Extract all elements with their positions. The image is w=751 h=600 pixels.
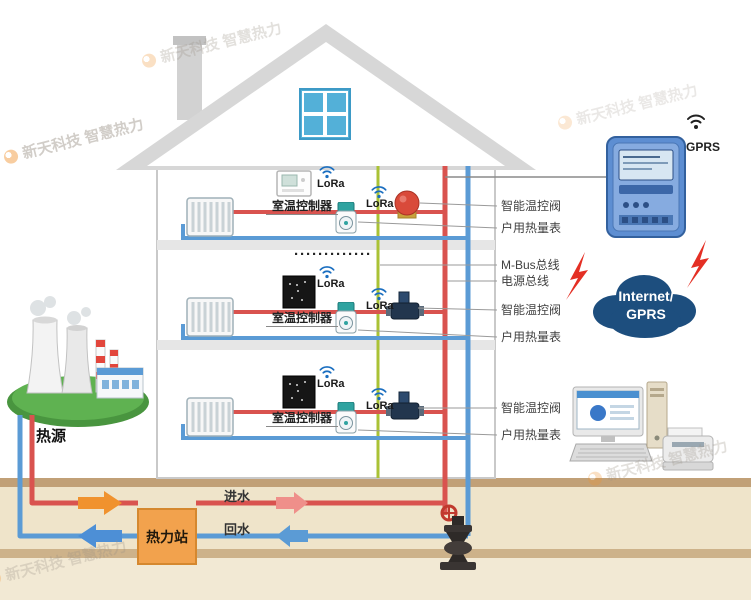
gprs-wifi-icon [687,114,705,130]
inlet-label: 进水 [224,489,251,504]
printer-icon [662,427,714,471]
cloud-line1: Internet/ [618,288,674,304]
smart-valve-icon [386,391,424,420]
annotation-leaders [357,202,498,436]
radiator-icon [186,197,234,237]
return-label: 回水 [224,522,251,537]
annotation-heat-meter-floor1: 户用热量表 [501,221,562,235]
room-controller-label-floor3: 室温控制器 [266,411,338,428]
annotation-power-bus: 电源总线 [501,274,550,288]
internet-cloud [593,275,696,338]
lora-label: LoRa [366,400,394,412]
heat-station-label: 热力站 [146,529,188,545]
gprs-label: GPRS [686,140,721,154]
heat-meter-icon [335,302,357,334]
radiator-icon [186,397,234,437]
room-controller-label-floor2: 室温控制器 [266,311,338,328]
annotation-mbus: M-Bus总线 [501,258,560,272]
heat-source-label: 热源 [36,428,67,445]
annotation-heat-meter-floor3: 户用热量表 [501,428,562,442]
pc-tower-icon [646,381,668,449]
lightning-bolt-icon [566,252,588,300]
inlet-arrow-icon [276,492,308,514]
annotation-smart-valve-floor3: 智能温控阀 [501,401,562,415]
heat-meter-icon [335,202,357,234]
lora-label: LoRa [366,198,394,210]
annotation-heat-meter-floor2: 户用热量表 [501,330,562,344]
lora-label: LoRa [317,178,345,190]
lora-label: LoRa [317,378,345,390]
room-controller-icon [276,170,312,197]
radiator-icon [186,297,234,337]
heat-source-plant-icon [7,296,149,427]
riser-pipes [376,166,608,536]
internet-cloud-label: Internet/ GPRS [600,288,692,323]
heat-station-box [137,508,197,565]
regulating-valve-icon [440,504,476,570]
supply-flow-arrow-icon [78,491,122,515]
room-controller-label-floor1: 室温控制器 [266,199,338,216]
annotation-smart-valve-floor2: 智能温控阀 [501,303,562,317]
concentrator-device [606,136,686,238]
floor-2 [181,266,468,340]
cloud-line2: GPRS [626,305,666,322]
lora-label: LoRa [317,278,345,290]
repeat-dots: ············· [294,246,372,263]
heat-meter-icon [335,402,357,434]
lightning-bolt-icon [687,240,709,288]
return-arrow-icon [276,525,308,547]
annotation-smart-valve-floor1: 智能温控阀 [501,199,562,213]
return-flow-arrow-icon [78,524,122,548]
room-controller-icon [282,375,316,409]
workstation [569,381,714,471]
floor-1 [181,166,468,240]
room-controller-icon [282,275,316,309]
floor-3 [181,366,468,440]
ground [0,478,751,600]
smart-valve-icon [394,190,420,216]
lora-label: LoRa [366,300,394,312]
smart-valve-icon [386,291,424,320]
